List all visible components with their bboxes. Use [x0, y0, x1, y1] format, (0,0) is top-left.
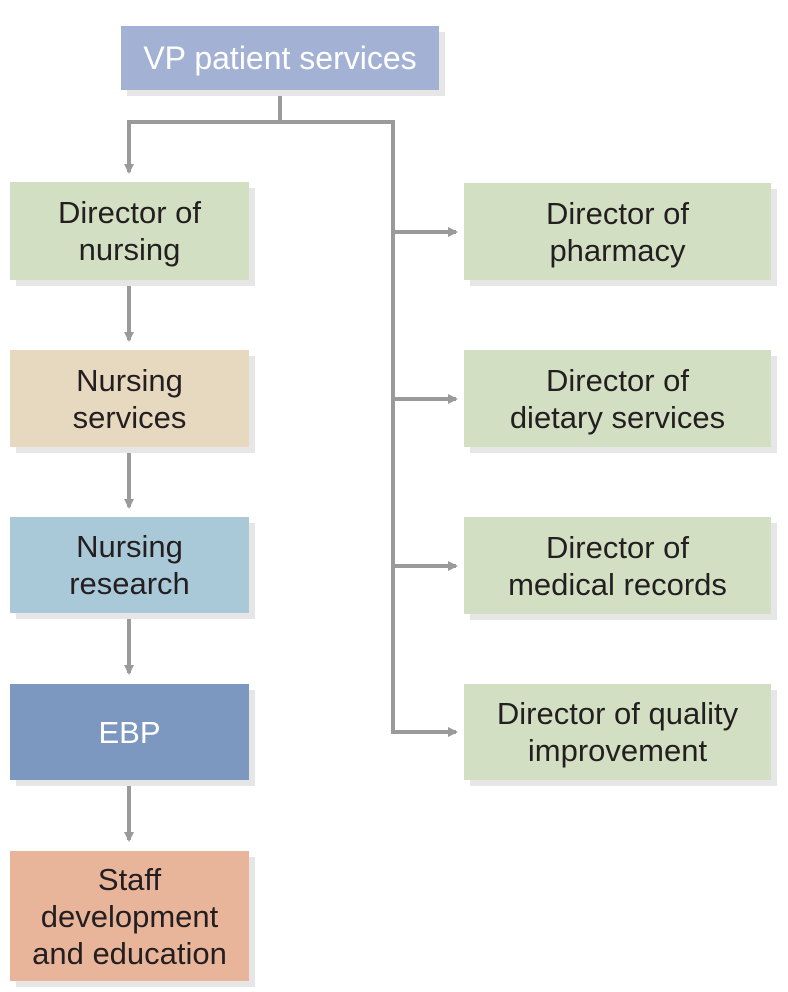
nursing-research-box: Nursing research [10, 517, 249, 613]
director-of-records-label: Director of medical records [508, 529, 727, 602]
director-of-pharmacy-label: Director of pharmacy [546, 195, 689, 268]
nursing-services-box: Nursing services [10, 350, 249, 447]
vp-patient-services-box: VP patient services [121, 26, 439, 90]
director-of-quality-box: Director of quality improvement [464, 684, 771, 780]
staff-development-label: Staff development and education [32, 861, 227, 971]
nursing-services-label: Nursing services [72, 362, 187, 435]
director-of-nursing-label: Director of nursing [58, 195, 201, 267]
ebp-box: EBP [10, 684, 249, 780]
director-of-dietary-label: Director of dietary services [509, 362, 726, 435]
director-of-dietary-box: Director of dietary services [464, 350, 771, 447]
ebp-label: EBP [98, 714, 161, 750]
director-of-nursing-box: Director of nursing [10, 182, 249, 280]
nursing-research-label: Nursing research [69, 529, 190, 601]
director-of-pharmacy-box: Director of pharmacy [464, 183, 771, 280]
director-of-quality-label: Director of quality improvement [496, 696, 739, 768]
director-of-records-box: Director of medical records [464, 517, 771, 614]
vp-patient-services-label: VP patient services [143, 39, 417, 76]
staff-development-box: Staff development and education [10, 851, 249, 981]
